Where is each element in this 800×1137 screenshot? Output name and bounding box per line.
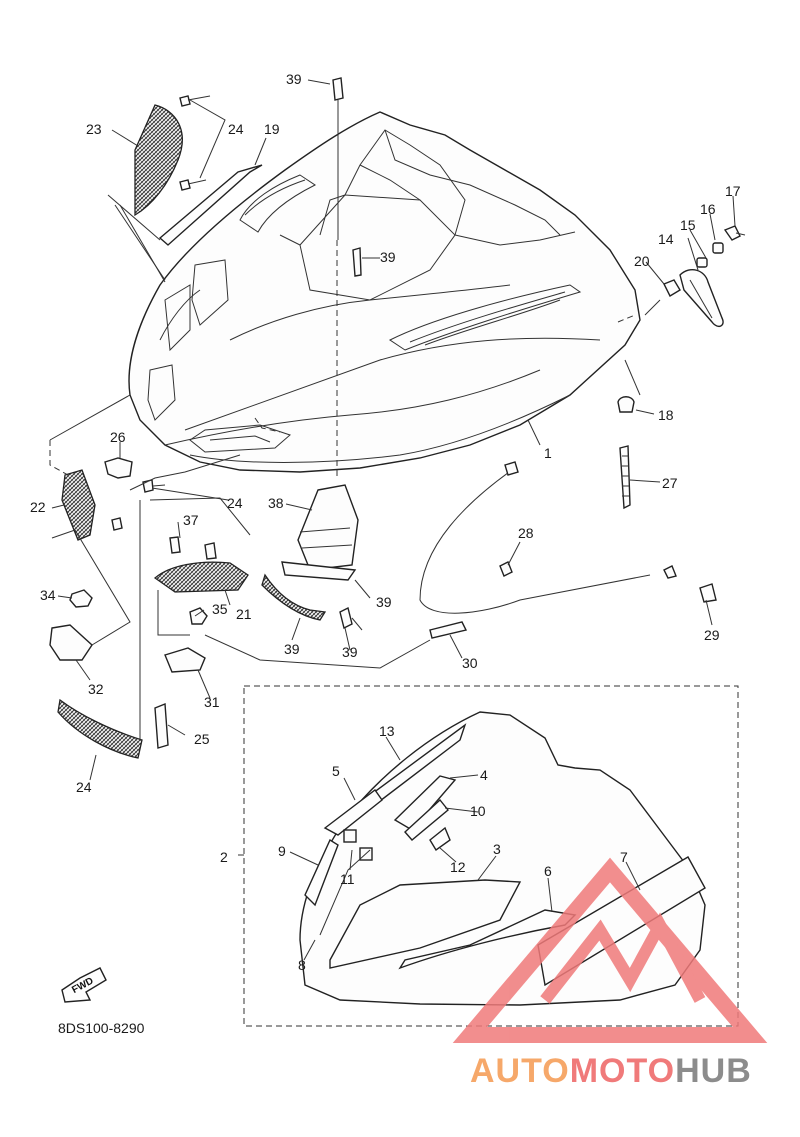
callout-3: 3 xyxy=(493,841,501,857)
callout-34: 34 xyxy=(40,587,56,603)
callout-11: 11 xyxy=(340,871,355,887)
callout-25: 24 xyxy=(76,779,92,795)
engine-hood xyxy=(128,111,641,473)
callout-19: 19 xyxy=(264,121,280,137)
callout-39: 39 xyxy=(342,644,358,660)
callout-23: 23 xyxy=(86,121,102,137)
center-parts xyxy=(261,461,717,639)
watermark-auto: AUTOMOTOHUB xyxy=(470,1052,752,1090)
callout-7: 7 xyxy=(620,849,628,865)
callout-26: 25 xyxy=(194,731,210,747)
callout-39: 39 xyxy=(286,71,302,87)
watermark-auto-text: AUTO xyxy=(470,1052,570,1090)
callout-8: 8 xyxy=(298,957,306,973)
callout-31: 30 xyxy=(462,655,478,671)
reflector-parts xyxy=(134,77,362,277)
callout-2: 2 xyxy=(220,849,228,865)
callout-24: 24 xyxy=(228,121,244,137)
callout-9: 9 xyxy=(278,843,286,859)
callout-37: 39 xyxy=(376,594,392,610)
callout-21: 21 xyxy=(236,606,252,622)
callout-34: 35 xyxy=(212,601,228,617)
callout-35: 37 xyxy=(183,512,199,528)
callout-15: 15 xyxy=(680,217,696,233)
callout-12: 12 xyxy=(450,859,466,875)
callout-18: 18 xyxy=(658,407,674,423)
callout-14: 14 xyxy=(658,231,674,247)
callout-labels: 39 23 24 19 39 17 16 15 14 20 18 1 27 26… xyxy=(30,71,741,973)
callout-1: 1 xyxy=(544,445,552,461)
watermark-logo xyxy=(452,857,768,1043)
callout-38: 39 xyxy=(284,641,300,657)
callout-20: 20 xyxy=(634,253,650,269)
right-side-parts xyxy=(617,225,746,510)
callout-13: 13 xyxy=(379,723,395,739)
callout-27: 26 xyxy=(110,429,126,445)
watermark-m-mark xyxy=(540,912,706,1004)
decal-kit xyxy=(238,685,739,1027)
callout-17: 17 xyxy=(725,183,741,199)
callout-16: 16 xyxy=(700,201,716,217)
fwd-arrow-icon: FWD xyxy=(61,967,107,1003)
watermark-hub-text: HUB xyxy=(675,1052,752,1090)
callout-4: 4 xyxy=(480,767,488,783)
callout-24: 24 xyxy=(227,495,243,511)
watermark-moto-text: MOTO xyxy=(570,1052,675,1090)
left-lower-parts xyxy=(49,457,249,759)
callout-22: 22 xyxy=(30,499,46,515)
callout-33: 32 xyxy=(88,681,104,697)
watermark-wordmark: AUTOMOTOHUB xyxy=(470,1052,752,1090)
leader-lines xyxy=(49,79,736,781)
diagram-code: 8DS100-8290 xyxy=(58,1020,145,1036)
callout-6: 6 xyxy=(544,863,552,879)
callout-29: 28 xyxy=(518,525,534,541)
callout-36: 38 xyxy=(268,495,284,511)
callout-5: 5 xyxy=(332,763,340,779)
callout-28: 27 xyxy=(662,475,678,491)
callout-30: 29 xyxy=(704,627,720,643)
callout-10: 10 xyxy=(470,803,486,819)
callout-39: 39 xyxy=(380,249,396,265)
callout-32: 31 xyxy=(204,694,220,710)
